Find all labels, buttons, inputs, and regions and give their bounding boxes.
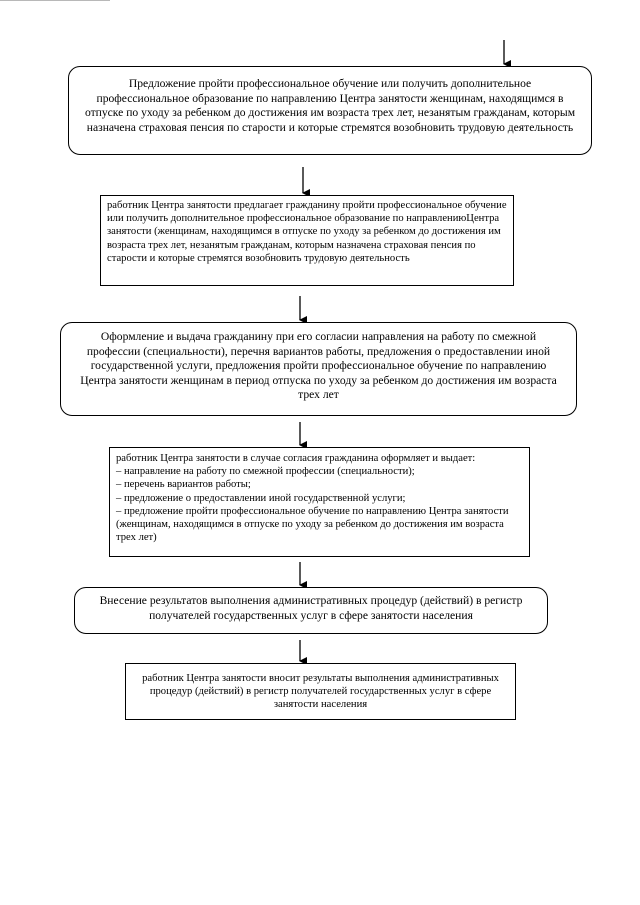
step-4-item: – предложение пройти профессиональное об… bbox=[116, 505, 509, 544]
step-4-item: – предложение о предоставлении иной госу… bbox=[116, 492, 406, 504]
step-4-box: работник Центра занятости в случае согла… bbox=[109, 447, 530, 557]
step-6-box: работник Центра занятости вносит результ… bbox=[125, 663, 516, 720]
step-6-text: работник Центра занятости вносит результ… bbox=[142, 673, 499, 711]
step-4-intro: работник Центра занятости в случае согла… bbox=[116, 453, 476, 464]
step-1-text: Предложение пройти профессиональное обуч… bbox=[84, 77, 576, 134]
step-4-item: – перечень вариантов работы; bbox=[116, 479, 251, 491]
step-3-text: Оформление и выдача гражданину при его с… bbox=[80, 330, 557, 402]
step-2-box: работник Центра занятости предлагает гра… bbox=[100, 195, 514, 286]
step-3-box: Оформление и выдача гражданину при его с… bbox=[60, 322, 577, 416]
step-2-text: работник Центра занятости предлагает гра… bbox=[107, 200, 507, 264]
step-5-box: Внесение результатов выполнения админист… bbox=[74, 587, 548, 634]
scan-edge-line bbox=[0, 0, 110, 1]
step-1-box: Предложение пройти профессиональное обуч… bbox=[68, 66, 592, 155]
step-4-item: – направление на работу по смежной профе… bbox=[116, 466, 415, 478]
step-5-text: Внесение результатов выполнения админист… bbox=[99, 594, 523, 622]
